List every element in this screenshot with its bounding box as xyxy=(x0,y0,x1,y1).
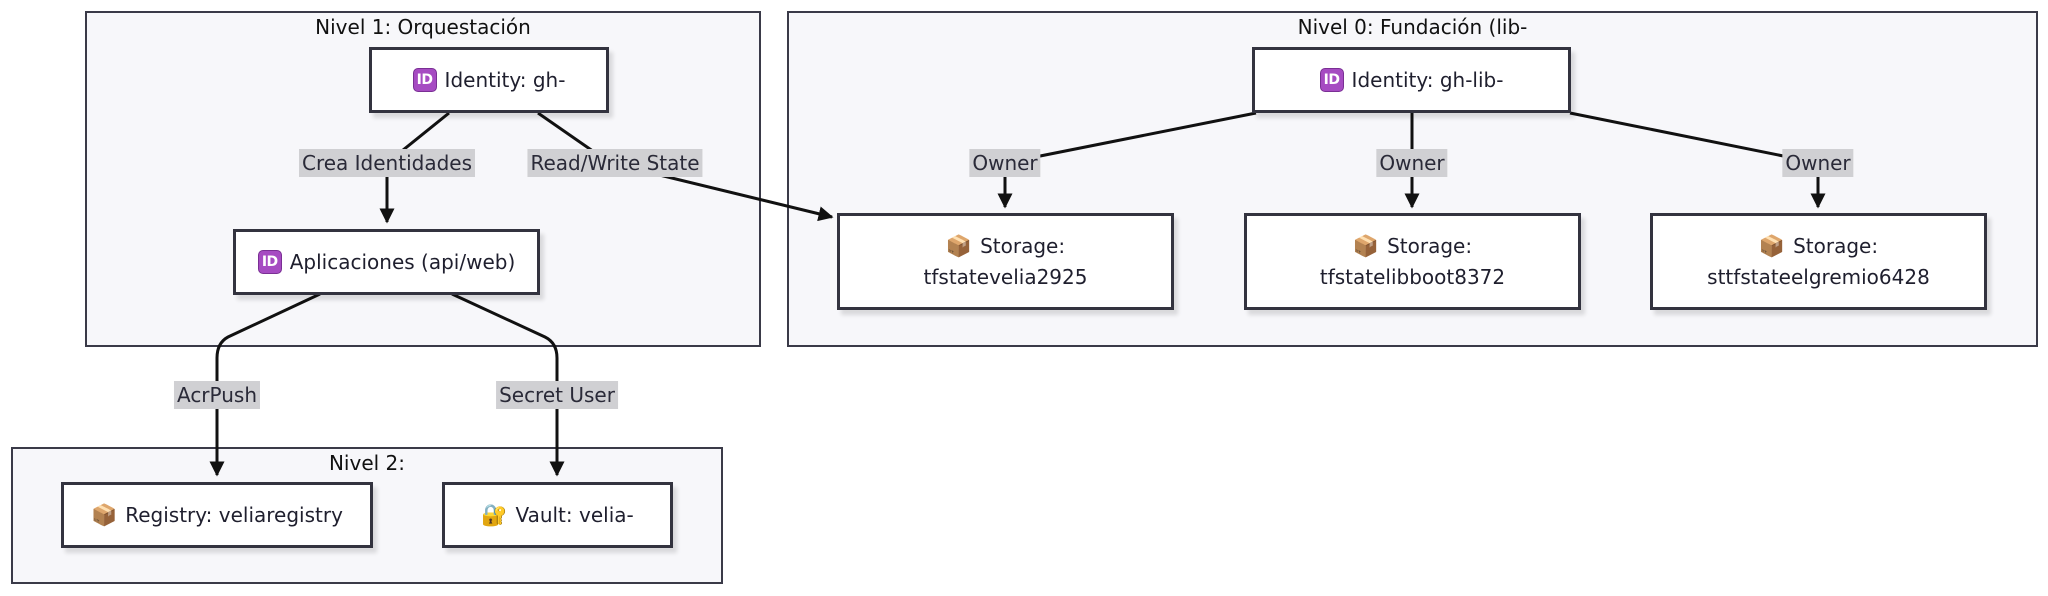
edge-label-read-write-state: Read/Write State xyxy=(527,149,703,177)
node-storage-tfstatevelia[interactable]: 📦 Storage: tfstatevelia2925 xyxy=(837,213,1174,310)
node-sublabel: tfstatevelia2925 xyxy=(923,264,1088,289)
node-label: Identity: gh- xyxy=(444,67,566,92)
edge-owner-1 xyxy=(997,111,1257,209)
edge-label-secret-user: Secret User xyxy=(496,381,618,409)
node-label: Aplicaciones (api/web) xyxy=(289,249,516,274)
edge-label-acrpush: AcrPush xyxy=(173,381,261,409)
node-label: Storage: xyxy=(980,233,1066,258)
edge-owner-3 xyxy=(1569,111,1826,209)
node-label: Vault: velia- xyxy=(515,502,634,527)
edge-acrpush xyxy=(209,292,321,477)
node-sublabel: sttfstateelgremio6428 xyxy=(1707,264,1930,289)
node-aplicaciones[interactable]: ID Aplicaciones (api/web) xyxy=(233,229,540,295)
identity-icon: ID xyxy=(257,250,282,274)
edge-label-owner-3: Owner xyxy=(1782,149,1854,177)
node-vault[interactable]: 🔐 Vault: velia- xyxy=(442,482,673,548)
cluster-title: Nivel 0: Fundación (lib- xyxy=(1297,15,1528,39)
node-label: Storage: xyxy=(1793,233,1879,258)
edge-label-owner-2: Owner xyxy=(1376,149,1448,177)
edge-secret-user xyxy=(451,292,565,477)
identity-icon: ID xyxy=(1319,68,1344,92)
node-storage-sttfstateelgremio[interactable]: 📦 Storage: sttfstateelgremio6428 xyxy=(1650,213,1987,310)
node-storage-tfstatelibboot[interactable]: 📦 Storage: tfstatelibboot8372 xyxy=(1244,213,1581,310)
node-label: Identity: gh-lib- xyxy=(1351,67,1504,92)
node-identity-gh[interactable]: ID Identity: gh- xyxy=(369,47,609,113)
cluster-title: Nivel 1: Orquestación xyxy=(315,15,531,39)
node-sublabel: tfstatelibboot8372 xyxy=(1319,264,1506,289)
package-icon: 📦 xyxy=(1758,233,1786,258)
node-registry[interactable]: 📦 Registry: veliaregistry xyxy=(61,482,373,548)
package-icon: 📦 xyxy=(91,502,118,527)
node-identity-gh-lib[interactable]: ID Identity: gh-lib- xyxy=(1252,47,1571,113)
node-label: Registry: veliaregistry xyxy=(125,502,343,527)
identity-icon: ID xyxy=(412,68,437,92)
package-icon: 📦 xyxy=(945,233,973,258)
edge-label-crea-identidades: Crea Identidades xyxy=(298,149,476,177)
package-icon: 📦 xyxy=(1352,233,1380,258)
node-label: Storage: xyxy=(1387,233,1473,258)
lock-key-icon: 🔐 xyxy=(481,502,508,527)
cluster-title: Nivel 2: xyxy=(328,451,406,475)
edge-label-owner-1: Owner xyxy=(969,149,1041,177)
